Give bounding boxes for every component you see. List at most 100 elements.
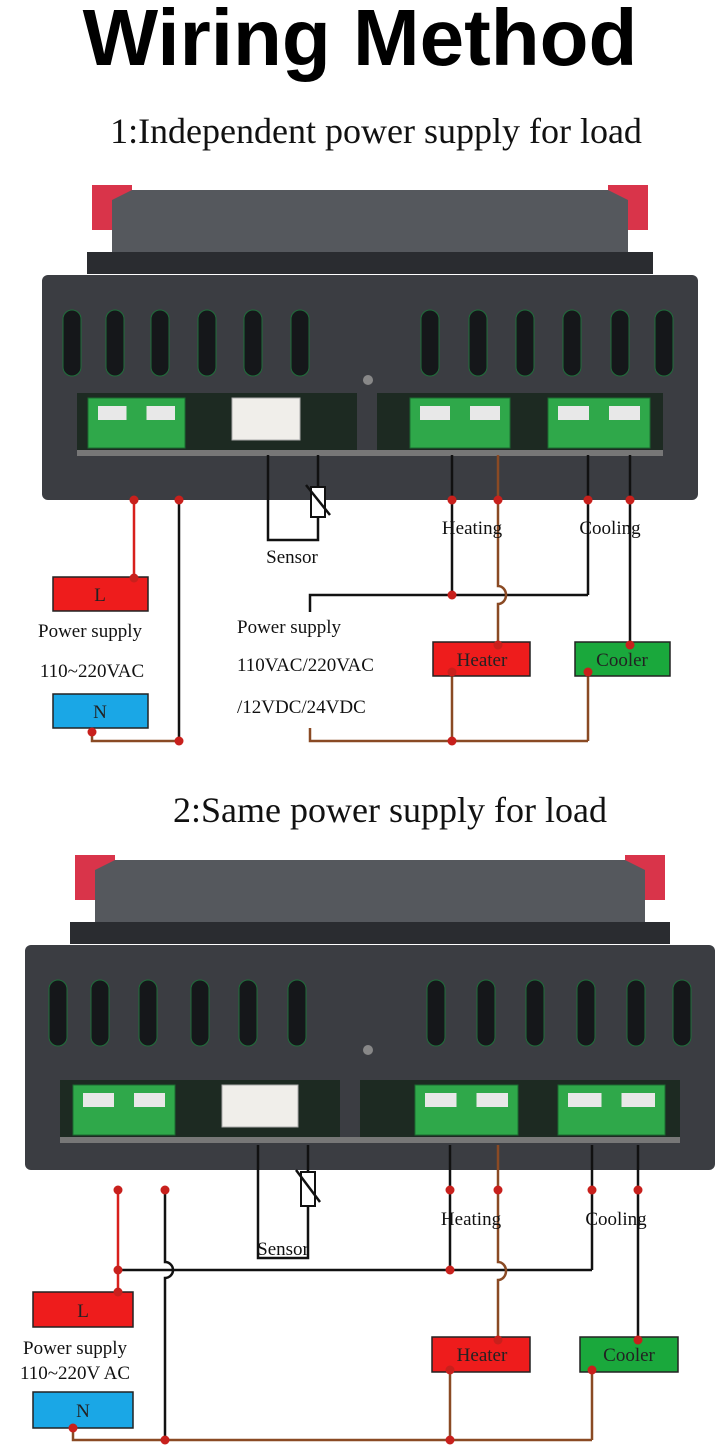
terminal-screw-slot: [425, 1093, 457, 1107]
panel-lip: [70, 922, 670, 944]
junction-dot: [587, 1365, 597, 1375]
controller-device-2: [25, 855, 715, 1170]
live-terminal-box: [52, 576, 149, 612]
junction-dot: [160, 1435, 170, 1445]
pcb-pins: [77, 450, 663, 456]
heater-label: Heater: [457, 650, 508, 671]
vent-slot: [420, 309, 440, 377]
screw-terminal-block: [547, 397, 651, 449]
terminal-screw-slot: [146, 406, 175, 420]
neutral-label: N: [93, 702, 107, 723]
vent-slot: [525, 979, 545, 1047]
junction-dot: [493, 640, 503, 650]
terminal-screw-slot: [134, 1093, 165, 1107]
screw-terminal-block: [557, 1084, 666, 1136]
terminal-screw-slot: [476, 1093, 508, 1107]
junction-dot: [174, 495, 184, 505]
thermistor-slash: [295, 1169, 321, 1203]
vent-slot: [138, 979, 158, 1047]
load-supply-live-wire: [308, 593, 588, 612]
sensor-label: Sensor: [266, 547, 318, 568]
junction-dot: [625, 640, 635, 650]
live-terminal-box: [32, 1291, 134, 1328]
thermistor-icon: [300, 1171, 316, 1207]
mains-voltage: 110~220VAC: [40, 661, 144, 682]
diagram-2-wiring: L Power supply 110~220V AC N Sensor Heat…: [20, 1145, 679, 1445]
junction-dot: [129, 573, 139, 583]
vent-slot: [190, 979, 210, 1047]
controller-device-1: [42, 185, 698, 500]
junction-dot: [583, 667, 593, 677]
junction-dot: [160, 1185, 170, 1195]
junction-dot: [174, 736, 184, 746]
common-live-wire: [118, 1145, 594, 1272]
vent-slot: [90, 979, 110, 1047]
neutral-terminal-box: [32, 1391, 134, 1429]
screw-terminal-block: [409, 397, 511, 449]
junction-dot: [493, 495, 503, 505]
vent-slot: [468, 309, 488, 377]
load-supply-voltage-2: /12VDC/24VDC: [237, 697, 366, 718]
vent-slot: [576, 979, 596, 1047]
vent-slot: [610, 309, 630, 377]
heating-label: Heating: [441, 1209, 502, 1230]
mains-voltage: 110~220V AC: [20, 1363, 130, 1384]
junction-dot: [445, 1185, 455, 1195]
junction-dot: [113, 1287, 123, 1297]
vent-slot: [290, 309, 310, 377]
terminal-screw-slot: [621, 1093, 655, 1107]
panel-lip: [87, 252, 653, 274]
junction-dot: [113, 1265, 123, 1275]
mains-label: Power supply: [38, 621, 142, 642]
vent-slot: [62, 309, 82, 377]
front-panel: [95, 860, 645, 930]
junction-dot: [113, 1185, 123, 1195]
neutral-link-wire: [90, 732, 179, 743]
terminal-screw-slot: [609, 406, 640, 420]
neutral-label: N: [76, 1401, 90, 1422]
vent-slot: [562, 309, 582, 377]
sensor-connector: [231, 397, 301, 441]
cooling-label: Cooling: [579, 518, 641, 539]
terminal-screw-slot: [558, 406, 589, 420]
vent-slot: [672, 979, 692, 1047]
terminal-screw-slot: [470, 406, 500, 420]
cooler-box: [579, 1336, 679, 1373]
junction-dot: [633, 1335, 643, 1345]
diagram-2-heading: 2:Same power supply for load: [173, 790, 607, 830]
junction-dot: [633, 1185, 643, 1195]
diagram-1-heading: 1:Independent power supply for load: [110, 111, 642, 151]
vent-slot: [515, 309, 535, 377]
junction-dot: [583, 495, 593, 505]
heating-label: Heating: [442, 518, 503, 539]
live-label: L: [77, 1301, 89, 1322]
terminal-screw-slot: [568, 1093, 602, 1107]
screw-terminal-block: [87, 397, 186, 449]
junction-dot: [493, 1335, 503, 1345]
junction-dot: [445, 1365, 455, 1375]
neutral-wire: [163, 1190, 175, 1440]
front-panel: [112, 190, 628, 260]
junction-dot: [447, 495, 457, 505]
junction-dot: [129, 495, 139, 505]
junction-dot: [493, 1185, 503, 1195]
diagram-1-wiring: L Power supply 110~220VAC N Sensor Heati…: [38, 455, 671, 746]
neutral-terminal-box: [52, 693, 149, 729]
vent-slot: [476, 979, 496, 1047]
junction-dot: [445, 1265, 455, 1275]
vent-slot: [197, 309, 217, 377]
junction-dot: [447, 736, 457, 746]
junction-dot: [447, 590, 457, 600]
cooling-label: Cooling: [585, 1209, 647, 1230]
sensor-connector: [221, 1084, 299, 1128]
junction-dot: [445, 1435, 455, 1445]
junction-dots: [68, 1185, 643, 1445]
vent-slot: [626, 979, 646, 1047]
junction-dot: [68, 1423, 78, 1433]
page-title: Wiring Method: [83, 0, 638, 82]
screw-icon: [363, 1045, 373, 1055]
heater-wire: [496, 455, 508, 645]
terminal-screw-slot: [98, 406, 127, 420]
sensor-label: Sensor: [257, 1239, 309, 1260]
